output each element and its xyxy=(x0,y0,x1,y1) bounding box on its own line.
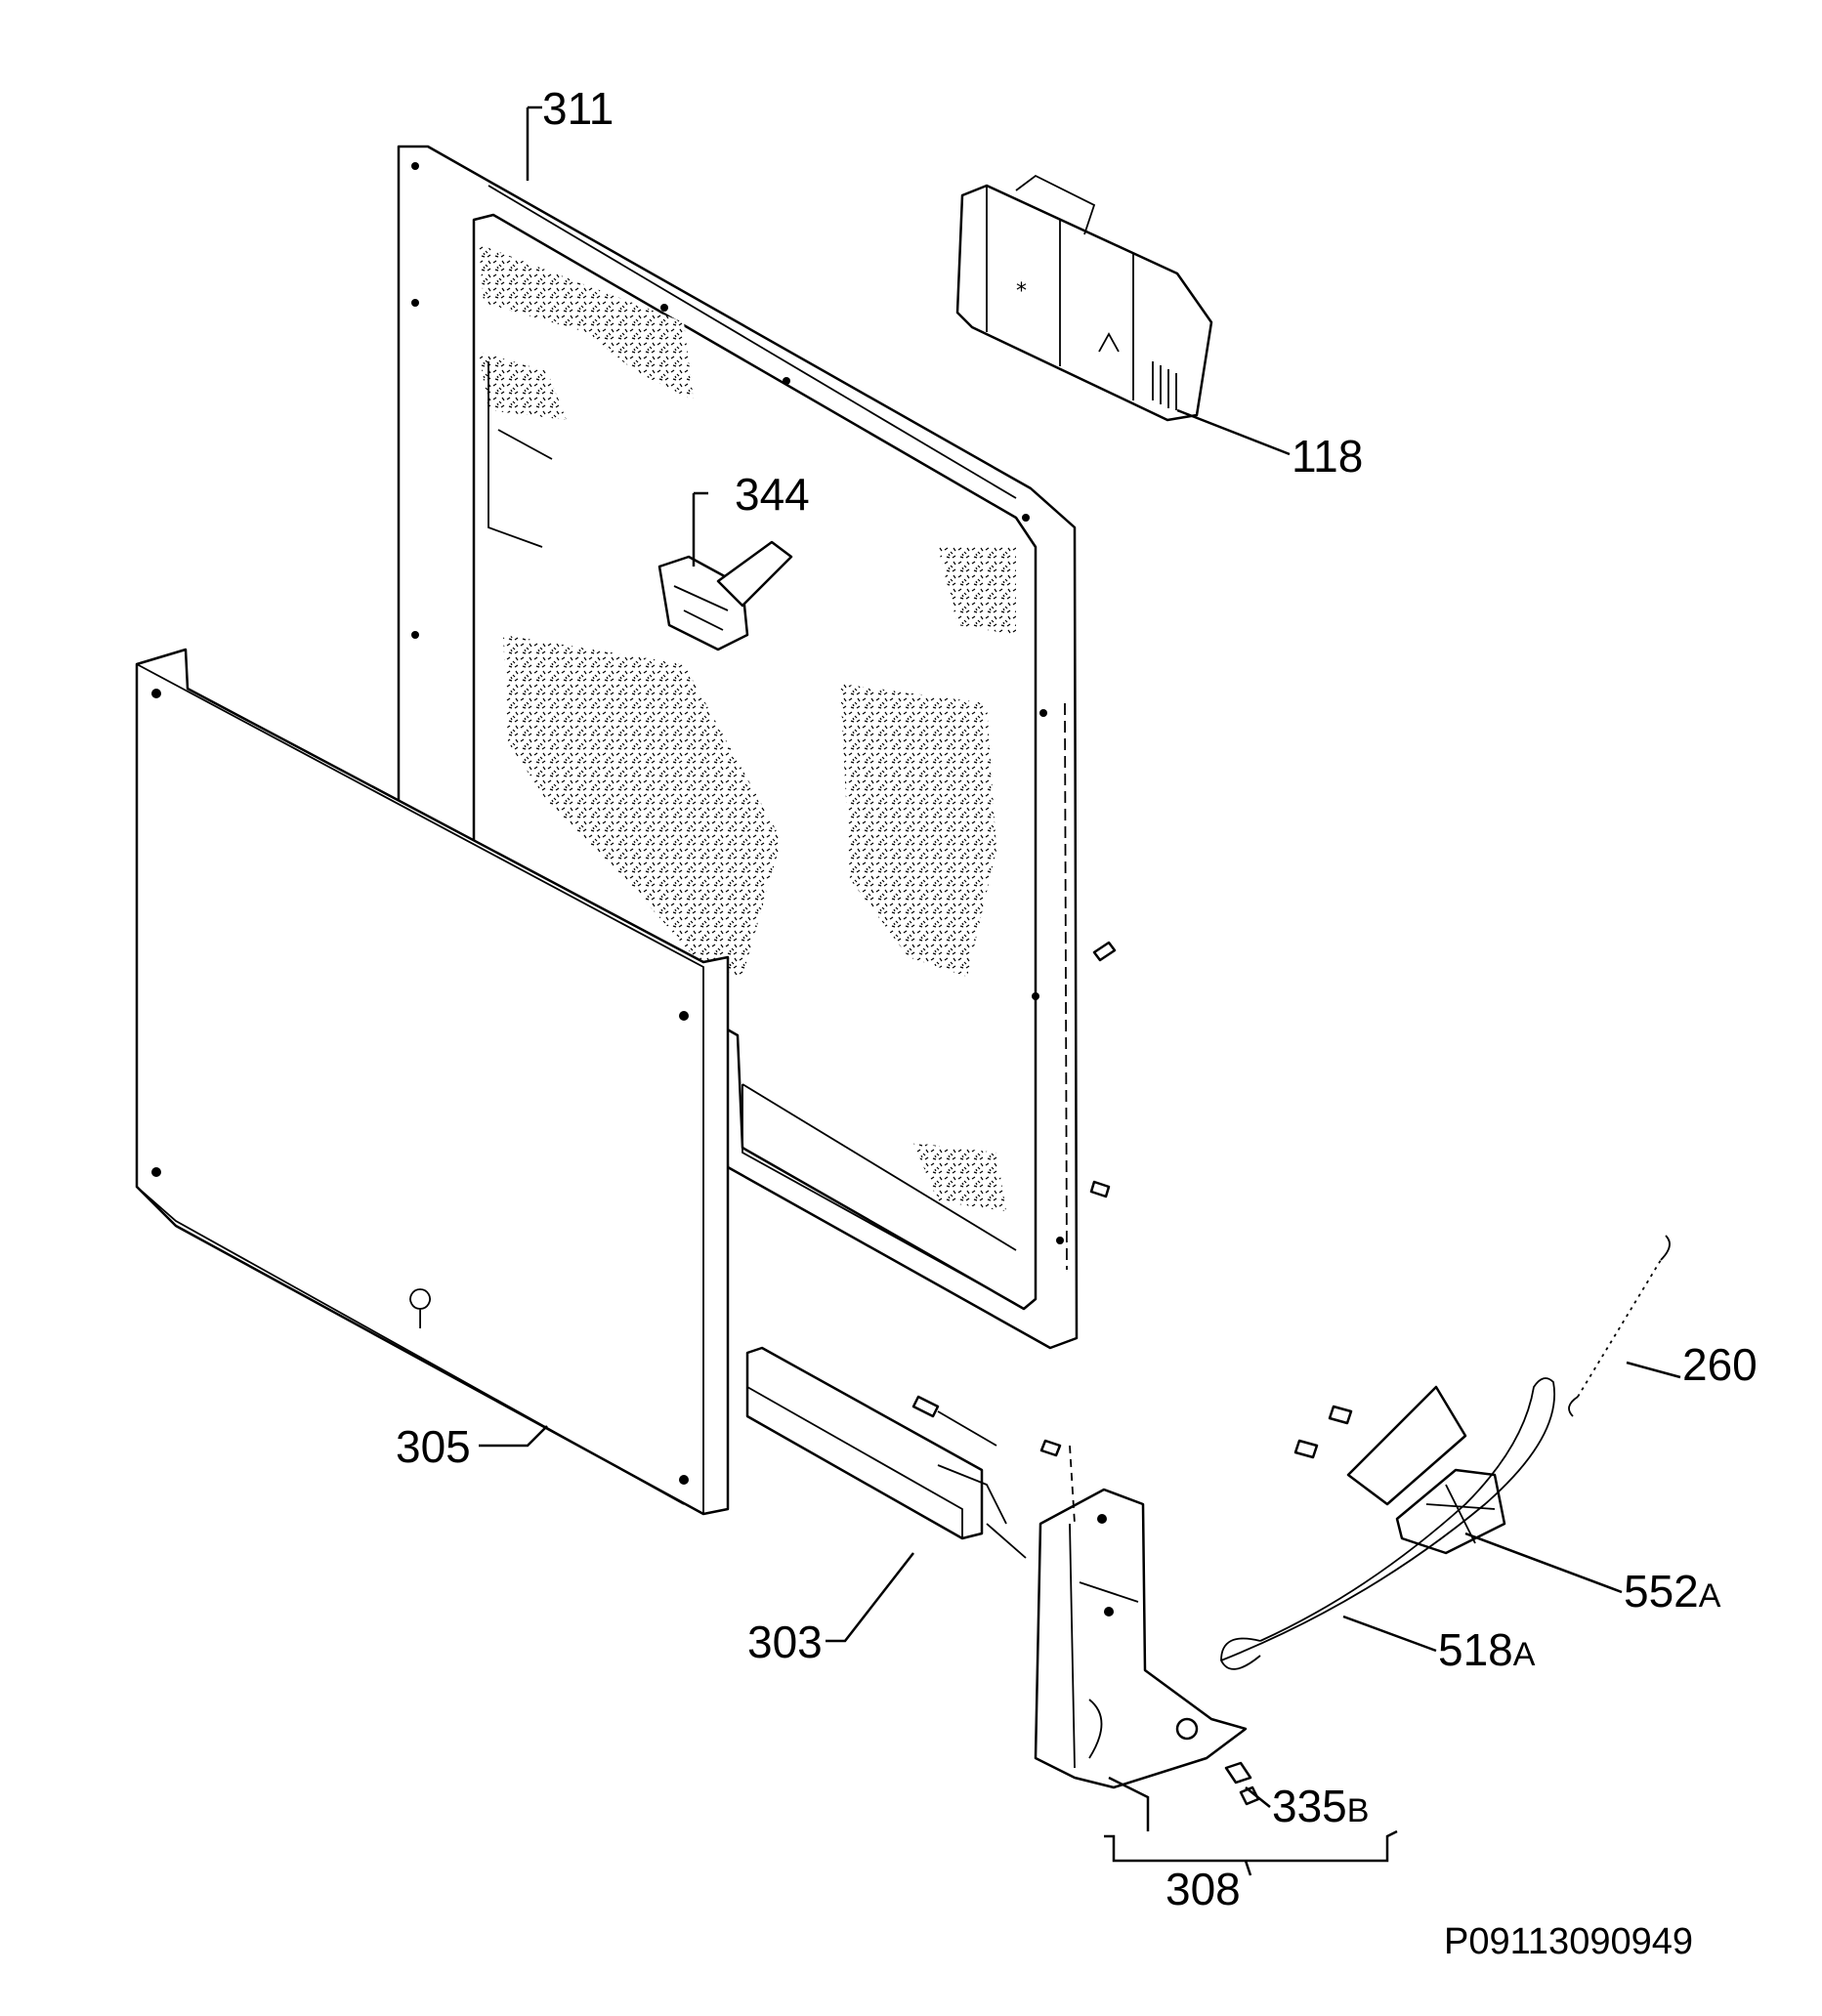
leader-lines xyxy=(479,105,1681,1876)
bottom-trim xyxy=(745,1346,1027,1559)
svg-text:*: * xyxy=(1016,279,1027,304)
label-303: 303 xyxy=(747,1617,823,1667)
label-344: 344 xyxy=(735,469,810,520)
label-335b: 335B xyxy=(1272,1781,1369,1831)
label-552a: 552A xyxy=(1624,1566,1721,1617)
door-hinge xyxy=(1034,1445,1248,1789)
label-305: 305 xyxy=(396,1421,471,1472)
door-micro-switch xyxy=(657,540,793,651)
label-518a: 518A xyxy=(1438,1624,1536,1675)
hinge-nut xyxy=(1224,1761,1252,1785)
label-308: 308 xyxy=(1165,1864,1241,1914)
cable-pulley xyxy=(1346,1385,1506,1555)
detergent-dispenser: * xyxy=(955,174,1213,422)
inner-door-panel xyxy=(397,145,1079,1350)
spring-and-cable xyxy=(1220,1235,1671,1670)
label-260: 260 xyxy=(1682,1339,1758,1390)
label-118: 118 xyxy=(1292,431,1363,482)
outer-front-panel xyxy=(135,648,730,1516)
part-labels: 311 118 344 305 260 552A 518A 303 335B 3… xyxy=(396,83,1758,1962)
screws xyxy=(911,941,1353,1806)
label-311: 311 xyxy=(542,83,614,134)
diagram-code: P09113090949 xyxy=(1444,1921,1693,1962)
